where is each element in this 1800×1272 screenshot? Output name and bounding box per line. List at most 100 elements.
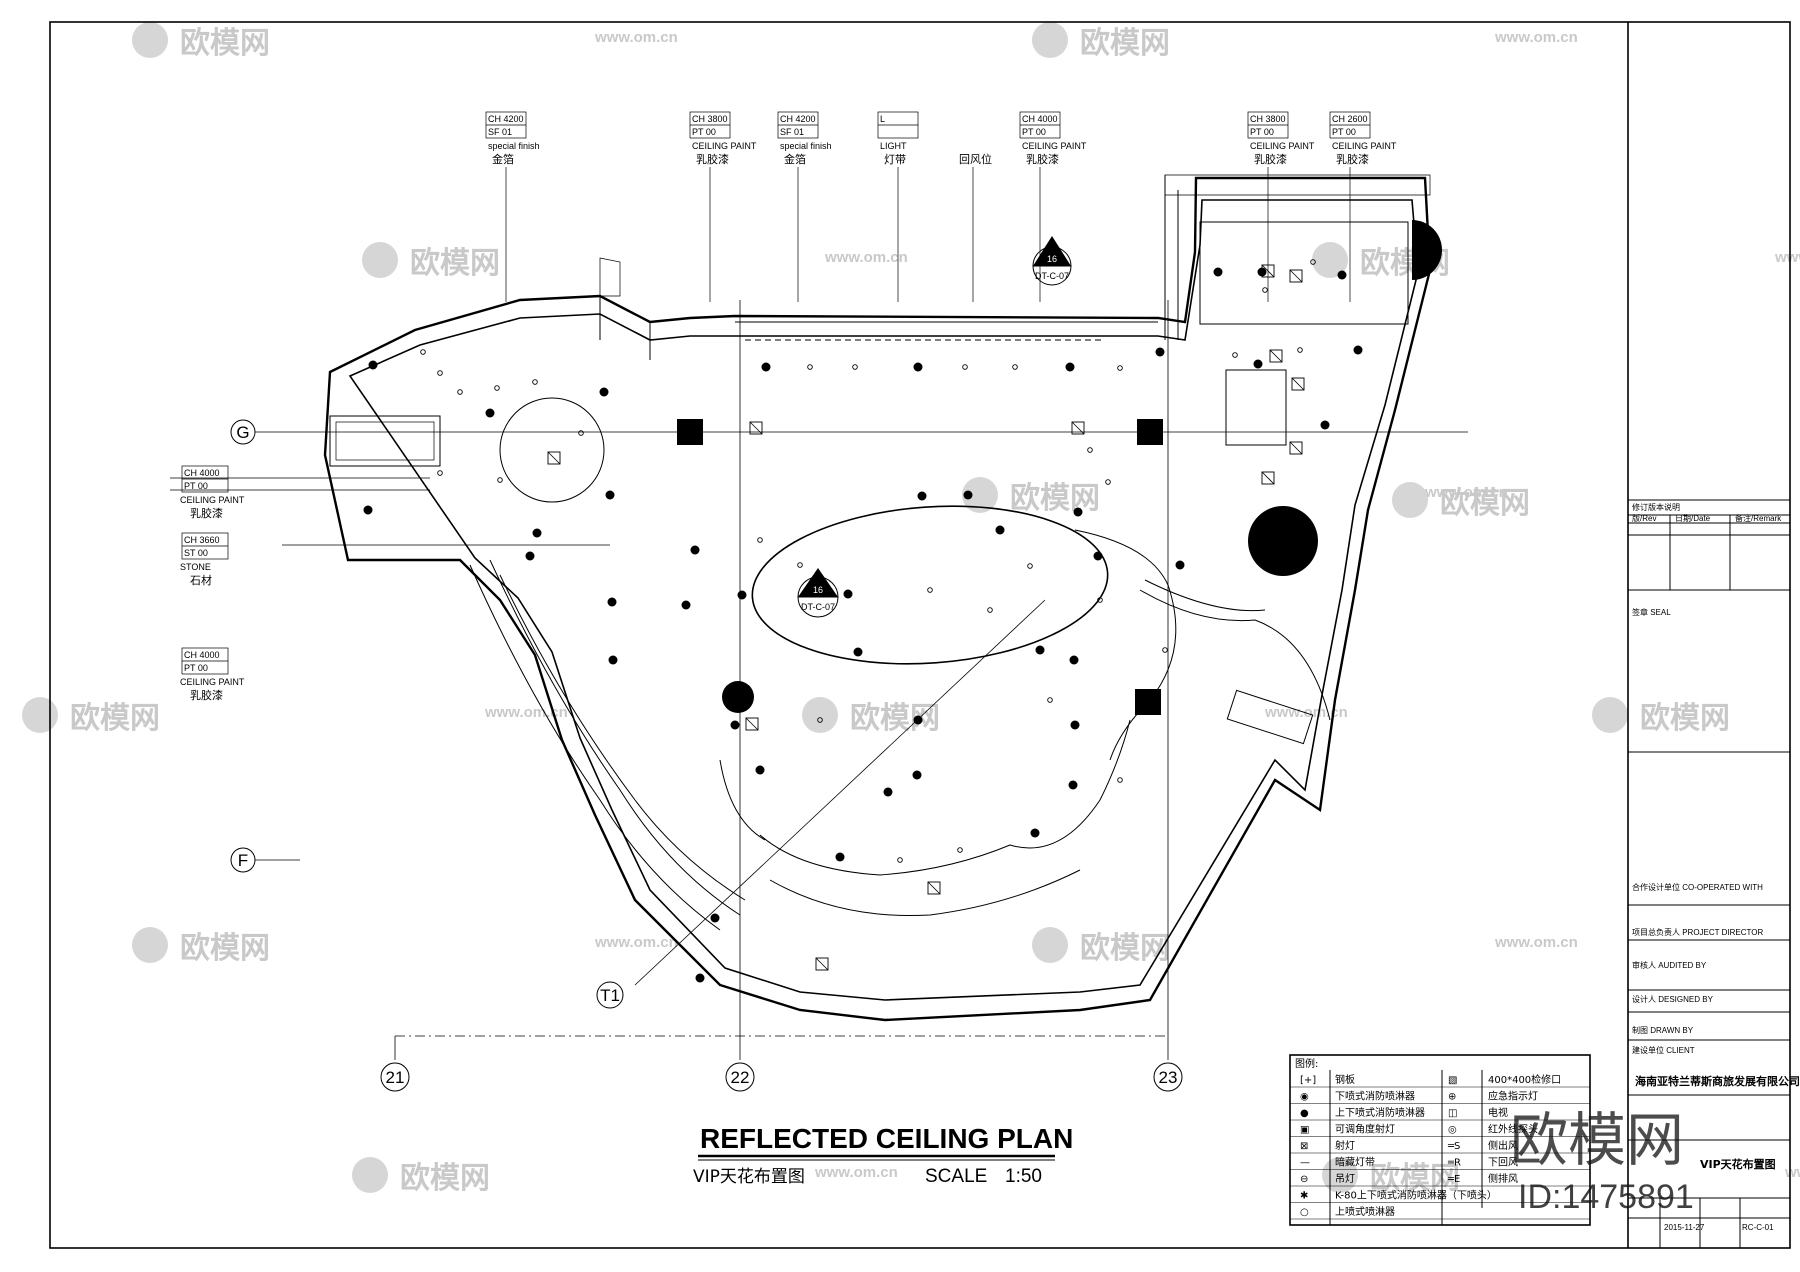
scale-value: 1:50: [1005, 1166, 1042, 1187]
svg-text:T1: T1: [600, 986, 620, 1005]
callout-ch: CH 2600: [1332, 114, 1368, 124]
legend-symbol: ⊖: [1300, 1174, 1308, 1185]
grid-lines: [170, 300, 1468, 1060]
legend-symbol: ◫: [1448, 1108, 1457, 1119]
watermark-url: www.om.cn: [1494, 29, 1578, 46]
sprinkler-dot: [1155, 347, 1165, 357]
upper-sprinkler: [817, 717, 823, 723]
sheet-frame: [49, 21, 1791, 1249]
sprinkler-dot: [525, 551, 535, 561]
sprinkler-dot: [912, 770, 922, 780]
legend-symbol: ⊕: [1448, 1092, 1456, 1103]
upper-sprinkler: [852, 364, 858, 370]
spotlight-box: [815, 957, 829, 971]
callout-en: special finish: [780, 141, 832, 151]
watermark-logo: [132, 22, 168, 58]
sprinkler-dot: [1069, 655, 1079, 665]
spotlight-box: [1291, 377, 1305, 391]
spotlight-cross: [1261, 471, 1275, 485]
watermark-logo: [1032, 927, 1068, 963]
watermark-logo: [962, 477, 998, 513]
legend-label: 红外线探头: [1488, 1123, 1538, 1136]
callout-code: PT 00: [184, 481, 208, 491]
legend-label: 上下喷式消防喷淋器: [1335, 1106, 1425, 1119]
legend-symbol: [+]: [1300, 1075, 1316, 1086]
upper-sprinkler: [797, 562, 803, 568]
watermark-url: www.om.cn: [1784, 1164, 1800, 1181]
sprinkler-dot: [913, 715, 923, 725]
sprinkler-dot: [755, 765, 765, 775]
section-mark-upper: 16 DT-C-07: [1032, 236, 1072, 286]
upper-sprinkler: [1047, 697, 1053, 703]
sprinkler-dot: [995, 525, 1005, 535]
watermark-url: www.om.cn: [814, 1164, 898, 1181]
legend-label: 侧出风: [1488, 1139, 1518, 1152]
watermark-logo: [1322, 1157, 1358, 1193]
ceiling-fixtures: [363, 220, 1442, 983]
sprinkler-dot: [853, 647, 863, 657]
spotlight-box: [1269, 349, 1283, 363]
sprinkler-dot: [1070, 720, 1080, 730]
callout-cn: 乳胶漆: [1026, 152, 1059, 166]
pendant-lamp-large: [1248, 506, 1318, 576]
legend-symbol: ═E: [1447, 1174, 1460, 1185]
drawing-number: RC-C-01: [1742, 1223, 1774, 1232]
legend-symbol: ◎: [1448, 1125, 1457, 1136]
legend-symbol: ═S: [1447, 1141, 1460, 1152]
sprinkler-dot: [1353, 345, 1363, 355]
legend-label: 可调角度射灯: [1335, 1123, 1395, 1136]
watermark-url: www.om.cn: [594, 29, 678, 46]
upper-sprinkler: [497, 477, 503, 483]
watermark-brand: 欧模网: [1510, 1106, 1684, 1174]
sprinkler-dot: [1320, 420, 1330, 430]
project-director-label: 项目总负责人 PROJECT DIRECTOR: [1632, 927, 1763, 937]
sprinkler-dot: [843, 589, 853, 599]
callout-cn: 乳胶漆: [190, 688, 223, 702]
watermark-url: www.om.cn: [1424, 484, 1508, 501]
watermark-url: www.om.cn: [594, 934, 678, 951]
upper-sprinkler: [1105, 479, 1111, 485]
callout-ch: CH 4000: [184, 650, 220, 660]
watermark-id: ID:1475891: [1518, 1178, 1694, 1216]
sprinkler-dot: [695, 973, 705, 983]
upper-sprinkler: [1297, 347, 1303, 353]
callout-code: SF 01: [780, 127, 804, 137]
upper-sprinkler: [1117, 365, 1123, 371]
legend-label: 钢板: [1335, 1073, 1355, 1086]
watermark-logo: [1032, 22, 1068, 58]
sprinkler-dot: [1065, 362, 1075, 372]
watermark-text: 欧模网: [1370, 1161, 1460, 1196]
pendant-lamp-half: [1412, 220, 1442, 280]
co-designer-label: 合作设计单位 CO-OPERATED WITH: [1632, 882, 1763, 892]
callout-en: CEILING PAINT: [180, 495, 245, 505]
upper-sprinkler: [532, 379, 538, 385]
upper-sprinkler: [1262, 287, 1268, 293]
upper-sprinkler: [1232, 352, 1238, 358]
sprinkler-dot: [1337, 270, 1347, 280]
axis-bubble-22: 22: [725, 1062, 755, 1092]
spotlight-cross: [745, 717, 759, 731]
svg-text:G: G: [236, 423, 249, 442]
drawing-title-block: REFLECTED CEILING PLAN VIP天花布置图 SCALE 1:…: [693, 1123, 1073, 1187]
sprinkler-dot: [608, 655, 618, 665]
svg-text:22: 22: [731, 1068, 750, 1087]
sprinkler-dot: [917, 491, 927, 501]
legend-label: 暗藏灯带: [1335, 1156, 1375, 1169]
sprinkler-dot: [1073, 507, 1083, 517]
legend-heading: 图例:: [1295, 1057, 1318, 1070]
axis-bubble-t1: T1: [596, 981, 624, 1009]
spotlight-box: [547, 451, 561, 465]
svg-text:21: 21: [386, 1068, 405, 1087]
callout-en: CEILING PAINT: [180, 677, 245, 687]
upper-sprinkler: [807, 364, 813, 370]
callout-ch: CH 3660: [184, 535, 220, 545]
sprinkler-dot: [599, 387, 609, 397]
callout-ch: CH 4200: [780, 114, 816, 124]
upper-sprinkler: [1097, 597, 1103, 603]
sprinkler-dot: [605, 490, 615, 500]
